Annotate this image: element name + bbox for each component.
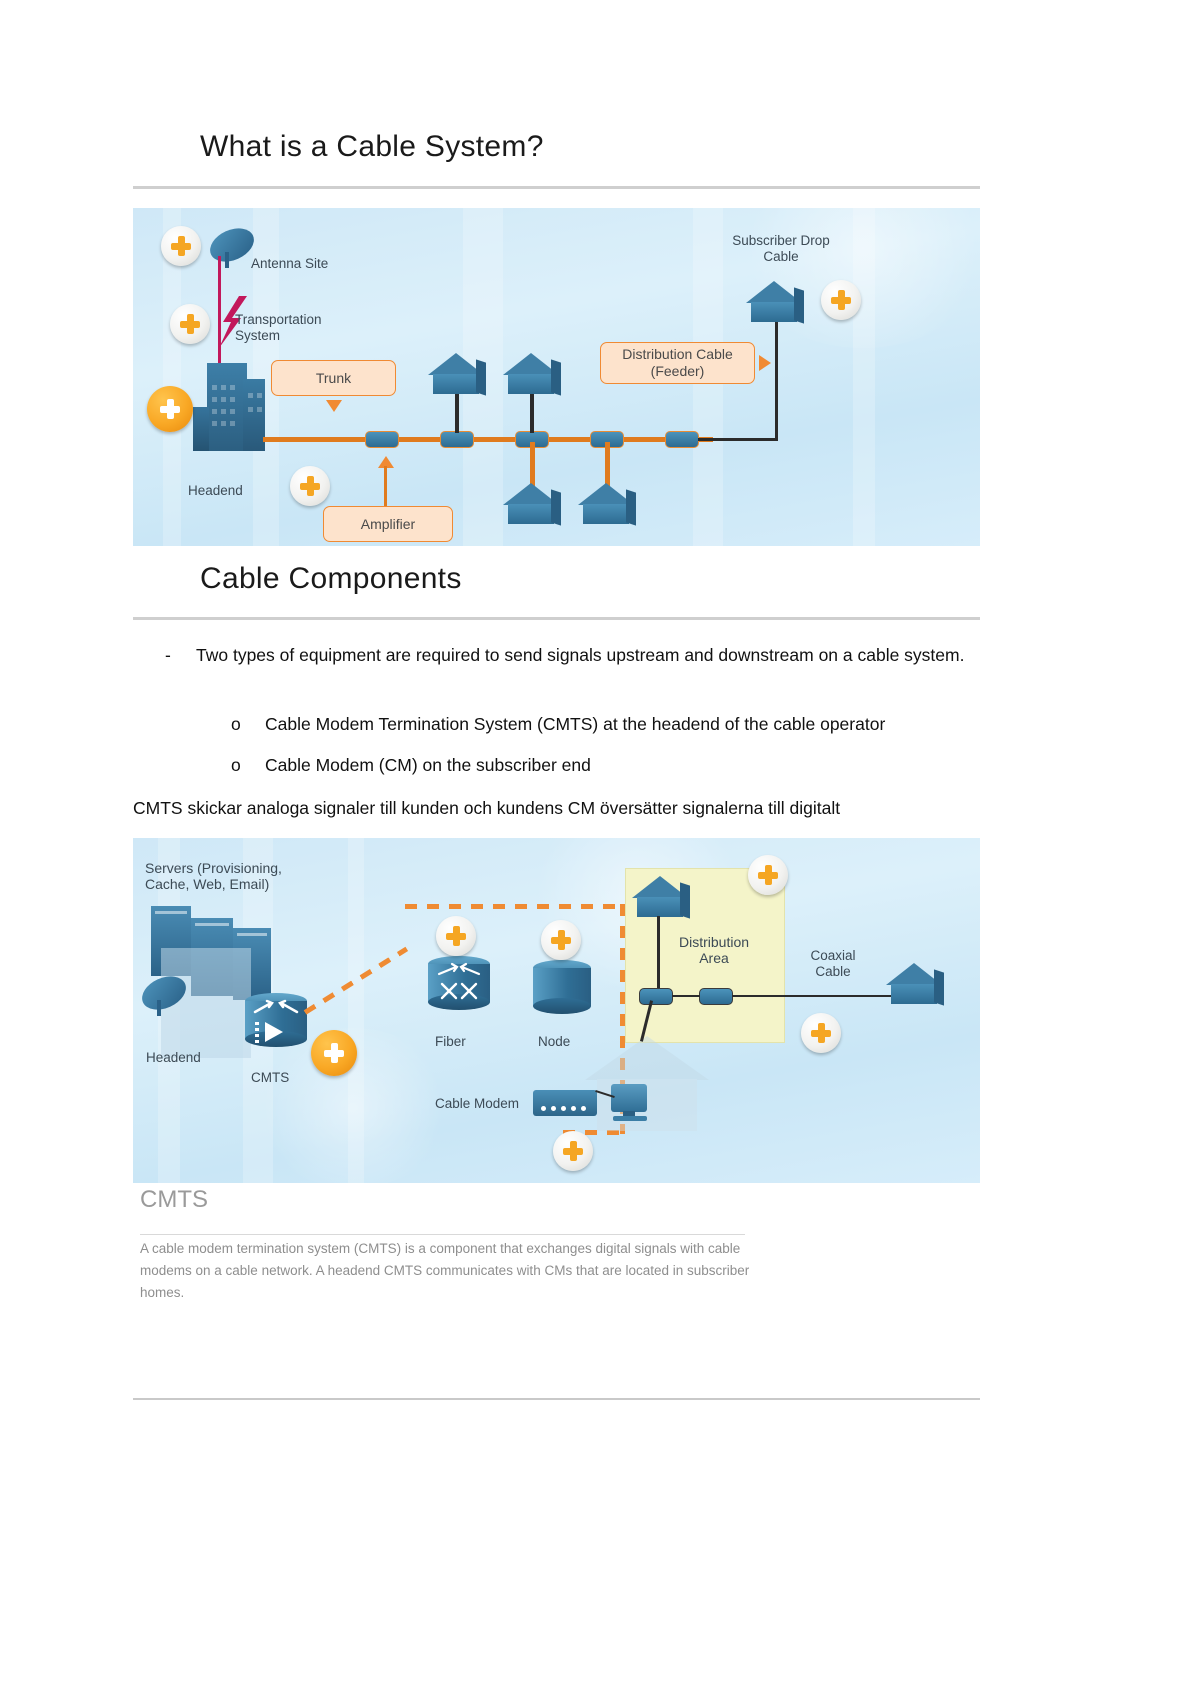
trunk-line [263,437,713,442]
drop-riser [455,393,459,433]
hotspot-plus-coaxial[interactable] [801,1013,841,1053]
cmts-panel-divider [140,1234,745,1235]
headend-label: Headend [146,1050,201,1065]
swedish-note: CMTS skickar analoga signaler till kunde… [133,798,841,818]
node-label: Node [538,1034,571,1049]
coaxial-cable-label: Coaxial Cable [810,948,856,979]
servers-label: Servers (Provisioning, Cache, Web, Email… [145,860,282,892]
subscriber-drop-line [775,320,778,440]
node-device-icon [533,960,591,1014]
bg-glow [733,208,980,348]
logical-path-dashed [405,904,625,909]
footer-divider [133,1398,980,1400]
subscriber-drop-line [698,438,778,441]
subscriber-house-icon [578,483,636,526]
subscriber-drop-cable-label: Subscriber Drop Cable [732,233,830,264]
lightning-bolt-icon [219,296,247,348]
amplifier-icon [440,431,474,448]
hotspot-plus-distribution-area[interactable] [748,855,788,895]
hotspot-plus-cable-modem[interactable] [553,1131,593,1171]
cmts-panel-title: CMTS [140,1186,208,1213]
bullet-dash-marker: - [165,645,171,665]
headend-label: Headend [188,483,243,498]
subscriber-house-icon [886,963,944,1006]
coax-segment [672,995,700,997]
tap-icon [699,988,733,1005]
hotspot-plus-amplifier[interactable] [290,466,330,506]
trunk-callout: Trunk [271,360,396,396]
drop-riser [605,442,610,488]
trunk-arrow-icon [326,400,342,412]
headend-building-icon [193,363,271,451]
tap-icon [639,988,673,1005]
hotspot-plus-node[interactable] [541,920,581,960]
sub-bullet-cmts-text: Cable Modem Termination System (CMTS) at… [265,714,886,734]
amplifier-arrow-icon [378,456,394,468]
cmts-panel-description: A cable modem termination system (CMTS) … [140,1241,750,1300]
bullet-main: - Two types of equipment are required to… [165,640,965,670]
amplifier-leader-line [384,466,387,506]
subscriber-drop-house-icon [746,281,804,324]
subscriber-house-icon [503,353,561,396]
hotspot-plus-cmts[interactable] [311,1030,357,1076]
transport-link-line [218,256,221,381]
amplifier-callout: Amplifier [323,506,453,542]
distribution-cable-callout: Distribution Cable (Feeder) [600,342,755,384]
cable-modem-label: Cable Modem [435,1096,520,1111]
drop-riser [530,442,535,488]
sub-bullet-cm-text: Cable Modem (CM) on the subscriber end [265,755,591,775]
modem-leds [541,1106,586,1111]
amplifier-icon [665,431,699,448]
title-divider [133,186,980,189]
sub-bullet-cmts: o Cable Modem Termination System (CMTS) … [231,710,971,738]
bullet-main-text: Two types of equipment are required to s… [196,645,965,665]
bg-stripe [163,208,181,546]
coax-segment [732,995,894,997]
cable-system-overview-figure: Antenna Site Transportation System [133,208,980,546]
section-divider [133,617,980,620]
distribution-cable-arrow-icon [759,355,771,371]
router-arrows-icon [253,999,299,1014]
hotspot-plus-transport[interactable] [170,304,210,344]
sub-bullet-cm: o Cable Modem (CM) on the subscriber end [231,751,971,779]
hotspot-plus-fiber[interactable] [436,916,476,956]
logical-path-dashed [620,904,625,1134]
distribution-area-label: Distribution Area [678,934,750,966]
bg-stripe [348,838,364,1183]
page-title: What is a Cable System? [200,130,544,163]
subscriber-house-icon [503,483,561,526]
antenna-site-label: Antenna Site [251,256,329,271]
amplifier-icon [365,431,399,448]
cmts-network-figure: Servers (Provisioning, Cache, Web, Email… [133,838,980,1183]
logical-path-dashed [563,1130,625,1135]
section-heading: Cable Components [200,562,462,595]
media-play-icon [255,1022,283,1043]
subscriber-house-icon [428,353,486,396]
hotspot-plus-subscriber-drop[interactable] [821,280,861,320]
distribution-drop-line [657,916,660,994]
bullet-circle-marker: o [231,714,241,734]
switch-arrows-icon [437,962,481,1000]
bullet-circle-marker: o [231,755,241,775]
cmts-label: CMTS [251,1070,290,1085]
drop-riser [530,393,534,433]
distribution-house-icon [632,876,690,919]
hotspot-plus-headend[interactable] [147,386,193,432]
transportation-system-label: Transportation System [235,312,322,343]
computer-icon [611,1084,651,1124]
cable-modem-icon [533,1090,597,1116]
hotspot-plus-antenna[interactable] [161,226,201,266]
fiber-label: Fiber [435,1034,466,1049]
